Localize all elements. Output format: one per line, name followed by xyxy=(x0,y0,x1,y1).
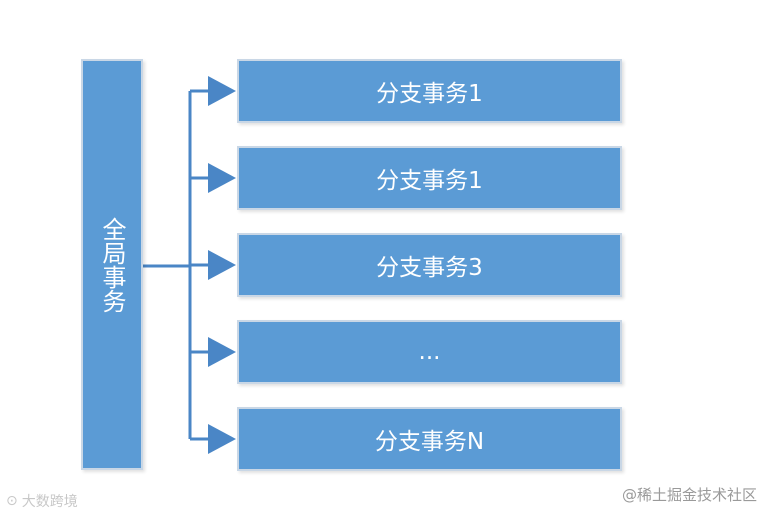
branch-transaction-label-3: 分支事务3 xyxy=(376,255,483,281)
branch-transaction-box-1: 分支事务1 xyxy=(237,59,622,123)
watermark-left-text: 大数跨境 xyxy=(21,494,78,510)
watermark-left: ⊙ 大数跨境 xyxy=(6,491,78,511)
arrow-head-2 xyxy=(208,163,236,193)
branch-transaction-box-n: 分支事务N xyxy=(237,407,622,471)
branch-transaction-box-4: ... xyxy=(237,320,622,384)
branch-transaction-label-n: 分支事务N xyxy=(374,429,485,455)
branch-transaction-box-3: 分支事务3 xyxy=(237,233,622,297)
branch-transaction-label-4: ... xyxy=(418,339,441,365)
branch-transaction-box-2: 分支事务1 xyxy=(237,146,622,210)
global-transaction-box: 全局事务 xyxy=(81,59,143,470)
arrow-head-4 xyxy=(208,337,236,367)
arrow-head-5 xyxy=(208,424,236,454)
global-transaction-label: 全局事务 xyxy=(98,216,126,313)
arrow-head-1 xyxy=(208,76,236,106)
branch-transaction-label-2: 分支事务1 xyxy=(376,168,483,194)
camera-logo-icon: ⊙ xyxy=(6,493,18,509)
arrow-head-3 xyxy=(208,250,236,280)
branch-transaction-label-1: 分支事务1 xyxy=(376,81,483,107)
watermark-right: @稀土掘金技术社区 xyxy=(621,486,757,504)
